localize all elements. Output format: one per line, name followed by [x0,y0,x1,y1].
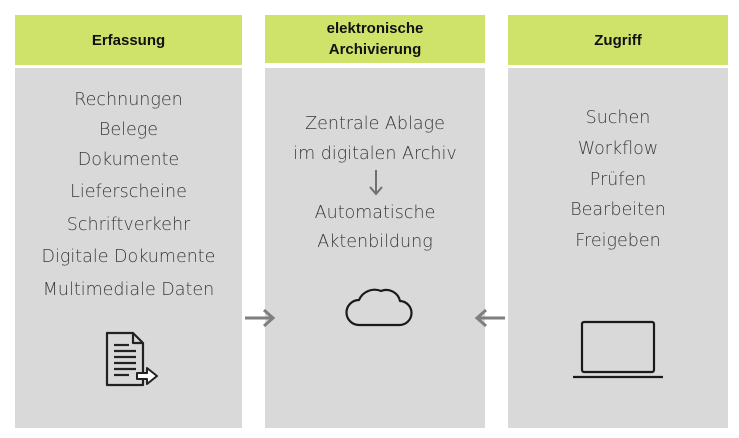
list-item: Workflow [577,139,659,159]
list-item: Zentrale Ablage [305,114,445,134]
cloud-icon [343,281,413,329]
list-item: Aktenbildung [317,232,433,252]
list-item: Suchen [585,108,651,128]
header-archivierung-line1: elektronische [326,20,424,37]
panel-archivierung: Zentrale Ablage im digitalen Archiv Auto… [265,68,485,428]
header-archivierung-line2: Archivierung [328,41,422,58]
list-item: Belege [98,120,159,140]
list-item: Automatische [314,203,436,223]
list-item: im digitalen Archiv [293,144,457,164]
archivierung-list-bottom: Automatische Aktenbildung [265,199,485,257]
list-item: Schriftverkehr [66,215,191,235]
erfassung-list: Rechnungen Belege Dokumente Lieferschein… [15,85,242,308]
right-arrow-icon [244,308,276,328]
panel-zugriff: Suchen Workflow Prüfen Bearbeiten Freige… [508,68,728,428]
header-erfassung-label: Erfassung [91,31,166,49]
header-erfassung: Erfassung [15,15,242,65]
list-item: Freigeben [575,231,661,251]
list-item: Bearbeiten [570,200,666,220]
left-arrow-icon [474,308,506,328]
document-export-icon [105,331,161,389]
zugriff-list: Suchen Workflow Prüfen Bearbeiten Freige… [508,103,728,257]
list-item: Lieferscheine [70,182,187,202]
panel-erfassung: Rechnungen Belege Dokumente Lieferschein… [15,68,242,428]
list-item: Rechnungen [74,90,183,110]
list-item: Digitale Dokumente [41,247,216,267]
down-arrow-icon [369,169,383,197]
list-item: Prüfen [589,170,647,190]
list-item: Dokumente [77,150,180,170]
header-zugriff: Zugriff [508,15,728,65]
list-item: Multimediale Daten [42,280,215,300]
header-zugriff-label: Zugriff [594,31,642,49]
archivierung-list-top: Zentrale Ablage im digitalen Archiv [265,109,485,169]
laptop-icon [573,320,663,380]
header-archivierung: elektronische Archivierung [265,15,485,63]
